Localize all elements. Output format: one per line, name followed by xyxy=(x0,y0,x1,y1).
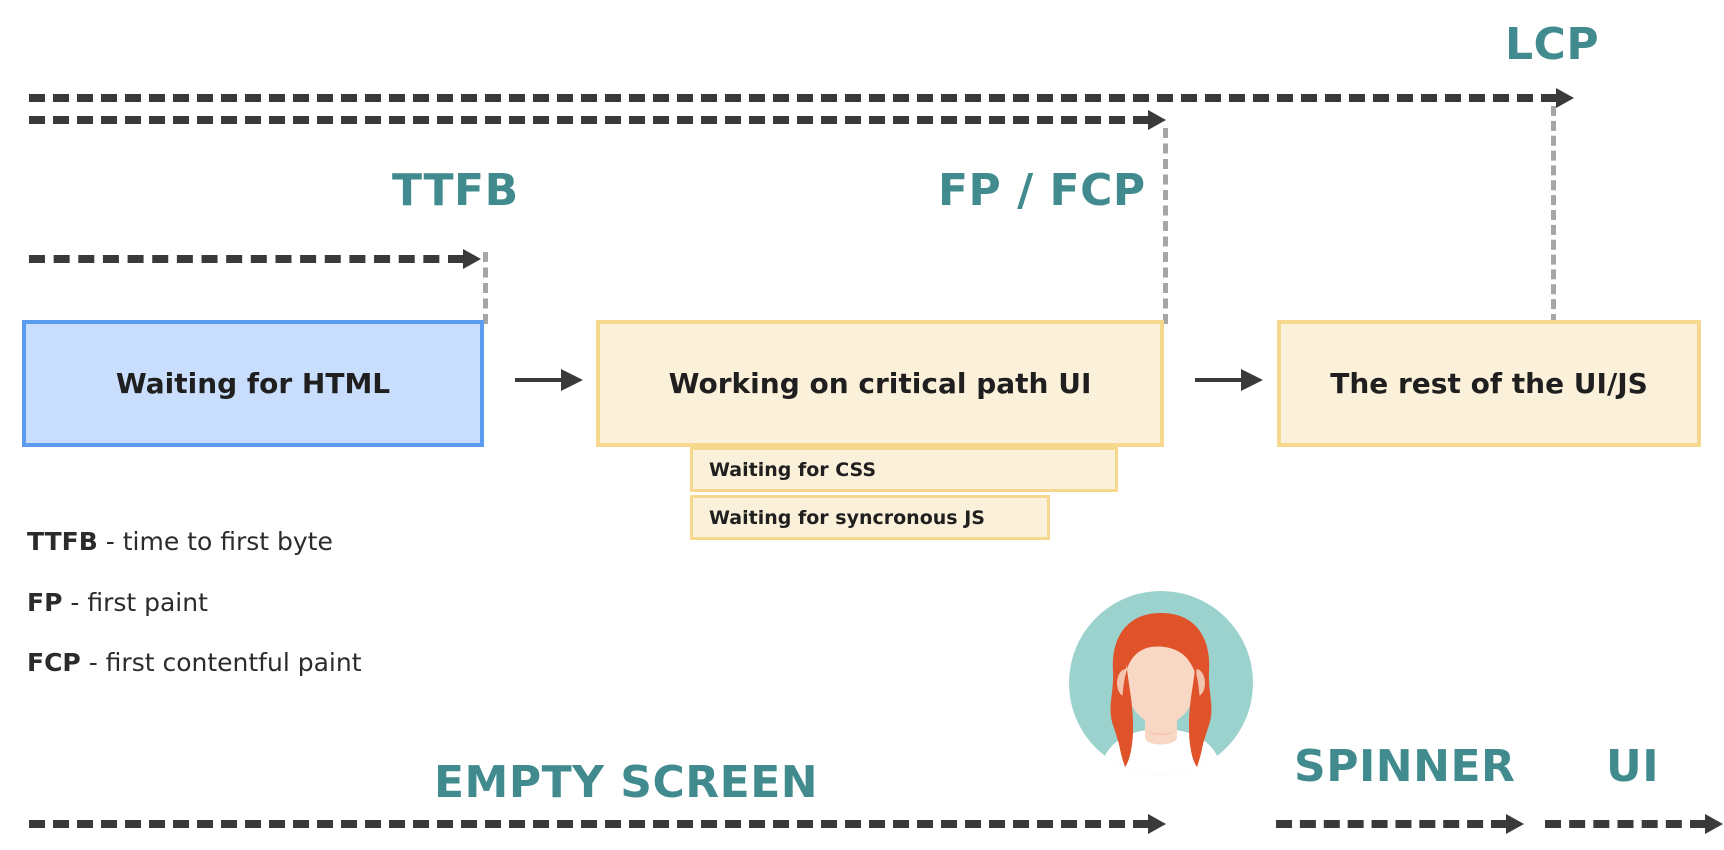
legend-item-fp: FP - first paint xyxy=(27,588,208,617)
lcp-dropline xyxy=(1551,106,1556,324)
box-rest-of-ui-js-label: The rest of the UI/JS xyxy=(1330,367,1648,400)
ttfb-arrow-head xyxy=(463,249,481,269)
fp-fcp-timeline-arrow xyxy=(29,110,1166,130)
lcp-arrow-line xyxy=(29,94,1557,102)
phase-label-ui: UI xyxy=(1606,741,1660,792)
user-avatar-icon xyxy=(1069,591,1253,775)
milestone-label-ttfb: TTFB xyxy=(392,165,519,216)
box-waiting-for-sync-js-label: Waiting for syncronous JS xyxy=(709,506,985,529)
ttfb-arrow-line xyxy=(29,255,464,263)
box-waiting-for-css-label: Waiting for CSS xyxy=(709,458,877,481)
box-waiting-for-html-label: Waiting for HTML xyxy=(115,367,391,400)
ttfb-timeline-arrow xyxy=(29,249,481,269)
empty-screen-arrow-head xyxy=(1148,814,1166,834)
connector-shaft xyxy=(1195,378,1241,382)
box-critical-path-ui[interactable]: Working on critical path UI xyxy=(596,320,1164,447)
phase-label-spinner: SPINNER xyxy=(1294,741,1516,792)
legend-item-ttfb: TTFB - time to first byte xyxy=(27,527,333,556)
phase-label-empty-screen: EMPTY SCREEN xyxy=(434,757,819,808)
lcp-timeline-arrow xyxy=(29,88,1574,108)
empty-screen-arrow xyxy=(29,814,1166,834)
box-rest-of-ui-js[interactable]: The rest of the UI/JS xyxy=(1277,320,1701,447)
arrow-right-icon xyxy=(1241,369,1263,391)
connector-critical-to-rest xyxy=(1195,369,1263,391)
empty-screen-arrow-line xyxy=(29,820,1149,828)
fp-fcp-arrow-head xyxy=(1148,110,1166,130)
box-waiting-for-sync-js[interactable]: Waiting for syncronous JS xyxy=(690,495,1050,540)
legend-abbr-fcp: FCP xyxy=(27,648,81,677)
spinner-arrow xyxy=(1276,814,1524,834)
milestone-label-lcp: LCP xyxy=(1505,19,1600,70)
legend-item-fcp: FCP - first contentful paint xyxy=(27,648,362,677)
spinner-arrow-head xyxy=(1506,814,1524,834)
ui-arrow xyxy=(1545,814,1723,834)
box-waiting-for-html[interactable]: Waiting for HTML xyxy=(22,320,484,447)
box-waiting-for-css[interactable]: Waiting for CSS xyxy=(690,447,1118,492)
box-critical-path-ui-label: Working on critical path UI xyxy=(668,367,1092,400)
legend-desc-fcp: - first contentful paint xyxy=(80,648,362,677)
fp-fcp-arrow-line xyxy=(29,116,1149,124)
ui-arrow-line xyxy=(1545,820,1706,828)
ttfb-dropline xyxy=(483,252,488,324)
spinner-arrow-line xyxy=(1276,820,1507,828)
lcp-arrow-head xyxy=(1556,88,1574,108)
connector-shaft xyxy=(515,378,561,382)
legend-desc-ttfb: - time to first byte xyxy=(97,527,333,556)
legend-abbr-ttfb: TTFB xyxy=(27,527,98,556)
connector-html-to-critical xyxy=(515,369,583,391)
fp-fcp-dropline xyxy=(1163,128,1168,324)
legend-abbr-fp: FP xyxy=(27,588,63,617)
ui-arrow-head xyxy=(1705,814,1723,834)
legend-desc-fp: - first paint xyxy=(62,588,208,617)
arrow-right-icon xyxy=(561,369,583,391)
milestone-label-fp-fcp: FP / FCP xyxy=(938,165,1146,216)
